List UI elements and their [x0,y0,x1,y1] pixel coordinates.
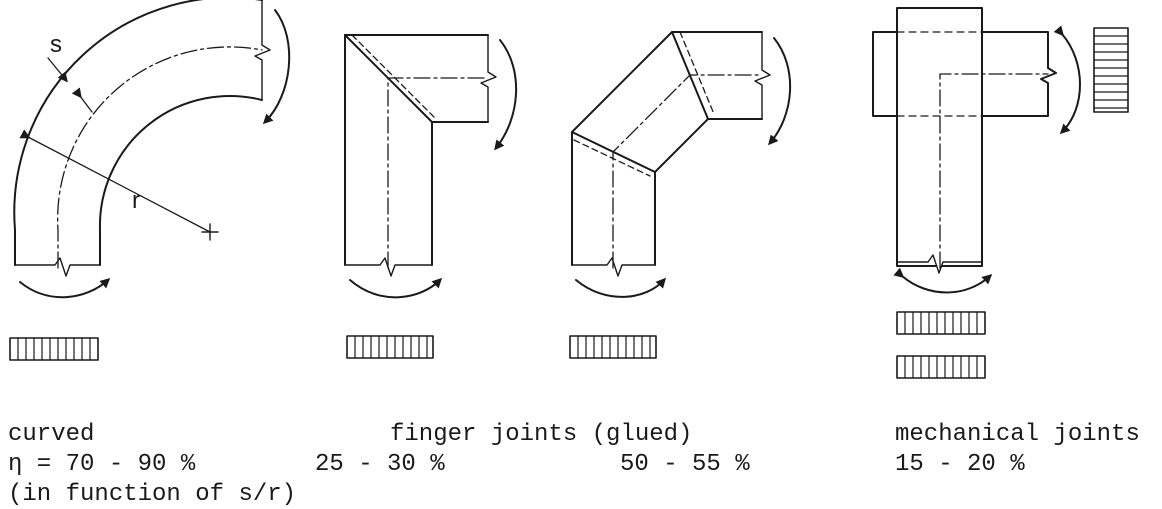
caption-curved-efficiency: η = 70 - 90 % [8,451,196,478]
l-break-bottom [344,257,433,277]
l-centerline [387,77,489,269]
curved-inner-edge [98,95,263,266]
d-centerline [612,74,763,269]
caption-finger-efficiency-b: 50 - 55 % [620,451,750,478]
mech-moment-arrow-bottom [893,267,993,294]
caption-curved-note: (in function of s/r) [8,481,296,508]
d-outer-edge [571,31,763,266]
l-moment-arrow-right [494,39,517,151]
radius-label: r [132,187,140,214]
curved-cross-section [9,337,99,361]
finger-joint-double [571,31,791,298]
mech-cross-section-bottom [896,355,986,379]
curved-break-right [254,0,271,101]
l-glued-joint-dashed [351,34,436,119]
caption-finger-title: finger joints (glued) [390,421,692,448]
d-glued-joint-1-dashed [573,139,651,177]
d-glued-joint-2-dashed [679,31,715,115]
curved-break-bottom [14,257,101,277]
thickness-dimension [47,57,68,83]
d-break-bottom [571,257,656,277]
mechanical-joint [872,7,1081,294]
d-moment-arrow-right [768,37,791,146]
caption-mechanical-title: mechanical joints [895,421,1140,448]
d-break-right [754,31,771,120]
curved-centerline [56,46,263,269]
l-outer-edge [344,34,489,266]
caption-mechanical-efficiency: 15 - 20 % [895,451,1025,478]
mech-moment-arrow-right [1053,25,1081,135]
finger-l-cross-section [346,335,434,359]
mech-horizontal-left-plate [872,31,898,117]
l-break-right [480,34,497,123]
finger-joint-l [344,34,517,299]
finger-double-cross-section [569,335,657,359]
radius-line [19,129,211,233]
curved-moment-arrow-right [262,9,291,125]
l-inner-edge [431,121,489,266]
mech-cross-section-top [896,311,986,335]
radius-center-mark [201,223,219,241]
d-inner-edge [654,118,763,266]
curved-outer-edge [13,0,263,266]
l-moment-arrow-bottom [349,277,443,299]
curved-moment-arrow-bottom [19,277,111,299]
caption-finger-efficiency-a: 25 - 30 % [315,451,445,478]
d-moment-arrow-bottom [575,277,667,298]
thickness-label: s [50,31,62,58]
mech-horizontal-member [981,31,1057,117]
mech-centerline [939,73,1049,269]
caption-curved: curved [8,421,94,448]
curved-member [13,0,291,299]
mech-cross-section-side [1093,27,1129,113]
thickness-dimension-end [71,87,93,113]
